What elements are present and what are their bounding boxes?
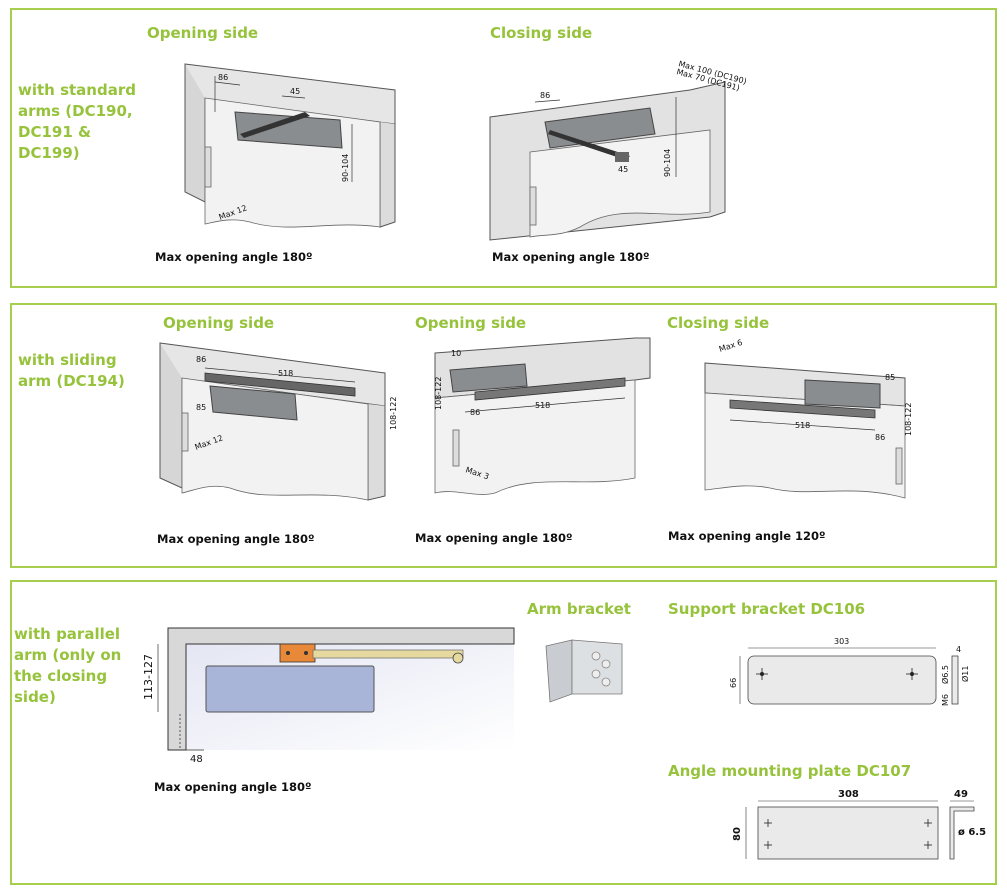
section-label-sliding-arm: with sliding arm (DC194) (18, 351, 125, 390)
dim-49: 49 (954, 789, 968, 800)
dim-113-127: 113-127 (142, 654, 155, 700)
diagram-standard-closing: 86 45 90-104 Max 100 (DC190) Max 70 (DC1… (489, 59, 748, 241)
dim-45: 45 (290, 87, 300, 96)
dim-308: 308 (838, 789, 859, 800)
view-title-closing-side: Closing side (490, 24, 593, 42)
dim-max-6: Max 6 (718, 338, 744, 354)
dim-4: 4 (956, 645, 961, 654)
diagram-sliding-opening-2: 10 108-122 86 518 Max 3 (434, 337, 651, 495)
panel-sliding-arm (10, 303, 997, 568)
caption-opening-angle: Max opening angle 180º (155, 250, 313, 264)
diagram-sliding-opening-1: 86 518 85 108-122 Max 12 (159, 342, 398, 501)
dim-90-104: 90-104 (663, 149, 672, 177)
title-angle-mounting-plate: Angle mounting plate DC107 (668, 762, 912, 780)
view-title-opening-side: Opening side (147, 24, 259, 42)
dim-85: 85 (885, 373, 895, 382)
dim-108-122: 108-122 (904, 403, 913, 436)
dim-108-122: 108-122 (434, 377, 443, 410)
view-title-opening-side: Opening side (415, 314, 527, 332)
angle-plate-drawing: 308 80 49 ø 6.5 (732, 789, 986, 860)
panel-standard-arms (10, 8, 997, 288)
dim-90-104: 90-104 (341, 154, 350, 182)
dim-86: 86 (218, 73, 228, 82)
dim-86: 86 (540, 91, 550, 100)
dim-80: 80 (732, 827, 743, 841)
support-bracket-drawing: 303 66 4 Ø6.5 Ø11 M6 (729, 637, 970, 706)
caption-opening-angle: Max opening angle 180º (154, 780, 312, 794)
dim-m6: M6 (941, 694, 950, 706)
view-title-closing-side: Closing side (667, 314, 770, 332)
dim-10: 10 (451, 349, 461, 358)
caption-opening-angle: Max opening angle 120º (668, 529, 826, 543)
view-title-opening-side: Opening side (163, 314, 275, 332)
dim-diam-6-5: Ø6.5 (940, 665, 950, 684)
title-arm-bracket: Arm bracket (527, 600, 631, 618)
caption-opening-angle: Max opening angle 180º (157, 532, 315, 546)
dim-303: 303 (834, 637, 849, 646)
diagram-standard-opening: 86 45 90-104 Max 12 (184, 63, 396, 228)
dim-518: 518 (278, 369, 293, 378)
dim-66: 66 (729, 678, 738, 688)
caption-opening-angle: Max opening angle 180º (492, 250, 650, 264)
dim-518: 518 (795, 421, 810, 430)
arm-bracket-image (545, 639, 623, 703)
caption-opening-angle: Max opening angle 180º (415, 531, 573, 545)
dim-86: 86 (470, 408, 480, 417)
dim-108-122: 108-122 (389, 397, 398, 430)
diagram-parallel-arm: 113-127 48 (142, 627, 515, 765)
dim-diam-6-5: ø 6.5 (958, 827, 986, 838)
dim-45: 45 (618, 165, 628, 174)
diagram-sliding-closing: Max 6 85 518 108-122 86 (704, 338, 913, 499)
dim-85: 85 (196, 403, 206, 412)
dim-86: 86 (196, 355, 206, 364)
dim-diam-11: Ø11 (960, 666, 970, 682)
title-support-bracket: Support bracket DC106 (668, 600, 866, 618)
section-label-standard-arms: with standard arms (DC190, DC191 & DC199… (18, 81, 136, 162)
panel-parallel-arm (10, 580, 997, 885)
dim-48: 48 (190, 754, 203, 765)
section-label-parallel-arm: with parallel arm (only on the closing s… (14, 625, 122, 706)
dim-86: 86 (875, 433, 885, 442)
